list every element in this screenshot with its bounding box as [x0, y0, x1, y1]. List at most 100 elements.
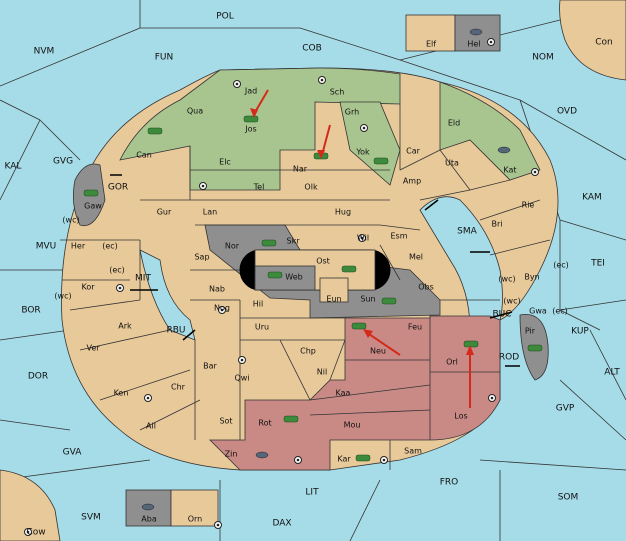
label-wil: Wil: [357, 234, 369, 243]
label-kor: Kor: [81, 283, 95, 292]
label-cow: Cow: [26, 528, 45, 538]
label-rot: Rot: [258, 419, 271, 428]
coast-label: (ec): [552, 307, 568, 316]
label-obs: Obs: [418, 283, 434, 292]
label-qua: Qua: [187, 107, 203, 116]
label-aba: Aba: [141, 515, 157, 524]
label-can: Can: [136, 151, 152, 160]
coast-label: (ec): [109, 266, 125, 275]
red-territory: [209, 315, 501, 471]
web-cell[interactable]: [254, 265, 316, 291]
coast-label: (ec): [553, 261, 569, 270]
label-rbu: RBU: [166, 326, 185, 336]
label-uta: Uta: [445, 159, 459, 168]
label-hug: Hug: [335, 208, 351, 217]
orn-island[interactable]: [170, 489, 219, 527]
elf-island[interactable]: [405, 14, 456, 52]
kat-green[interactable]: [439, 81, 541, 181]
label-her: Her: [71, 242, 86, 251]
label-kam: KAM: [582, 193, 602, 203]
coast-label: (wc): [54, 292, 71, 301]
label-sch: Sch: [330, 88, 345, 97]
label-feu: Feu: [408, 323, 422, 332]
label-kaa: Kaa: [336, 389, 351, 398]
label-mit: MIT: [135, 274, 151, 284]
label-gor: GOR: [108, 183, 128, 193]
label-jos: Jos: [244, 125, 256, 134]
label-ken: Ken: [114, 389, 129, 398]
province-borders: [60, 104, 551, 470]
label-svm: SVM: [81, 513, 101, 523]
label-gaw: Gaw: [84, 202, 102, 211]
eun-cell[interactable]: [319, 277, 349, 303]
label-gvg: GVG: [53, 157, 73, 167]
label-jad: Jad: [244, 87, 257, 96]
label-esm: Esm: [390, 232, 407, 241]
label-web: Web: [285, 273, 302, 282]
label-byn: Byn: [524, 273, 539, 282]
label-qwi: Qwi: [234, 374, 249, 383]
label-mou: Mou: [344, 421, 361, 430]
label-nom: NOM: [532, 53, 554, 63]
cow-land[interactable]: [0, 469, 61, 541]
label-nvm: NVM: [34, 47, 55, 57]
label-mvu: MVU: [36, 242, 57, 252]
label-sma: SMA: [457, 227, 477, 237]
double-arrows: [110, 174, 520, 367]
label-eld: Eld: [448, 119, 460, 128]
label-uru: Uru: [255, 323, 269, 332]
label-pir: Pir: [525, 327, 536, 336]
label-grh: Grh: [345, 108, 359, 117]
coast-label: (wc): [498, 275, 515, 284]
label-fro: FRO: [440, 478, 459, 488]
label-yok: Yok: [355, 148, 370, 157]
label-lan: Lan: [203, 208, 217, 217]
label-car: Car: [406, 147, 420, 156]
label-hil: Hil: [253, 300, 263, 309]
coast-label: (wc): [62, 216, 79, 225]
label-orn: Orn: [188, 515, 203, 524]
label-orl: Orl: [446, 358, 458, 367]
fleet-units: [141, 28, 511, 511]
label-buc: BUC: [492, 310, 511, 320]
label-som: SOM: [558, 493, 579, 503]
army-units: [83, 115, 543, 462]
label-lit: LIT: [305, 488, 319, 498]
label-con: Con: [595, 38, 613, 48]
label-elc: Elc: [219, 158, 231, 167]
label-rod: ROD: [499, 353, 519, 363]
label-ost: Ost: [316, 257, 330, 266]
sma-sea[interactable]: [419, 196, 503, 331]
con-land[interactable]: [559, 0, 626, 81]
province-labels: POL NVM FUN COB NOM Con Elf Hel OVD KAL …: [5, 12, 621, 538]
label-eun: Eun: [326, 295, 341, 304]
label-tei: TEI: [590, 259, 605, 269]
label-gvp: GVP: [556, 404, 575, 414]
label-nil: Nil: [317, 368, 327, 377]
label-nor: Nor: [225, 242, 240, 251]
supply-centers: [24, 38, 539, 536]
label-gwa: Gwa: [529, 307, 547, 316]
label-chp: Chp: [300, 347, 316, 356]
label-neu: Neu: [370, 347, 386, 356]
label-kal: KAL: [5, 162, 22, 172]
label-fun: FUN: [155, 53, 174, 63]
label-zin: Zin: [225, 450, 238, 459]
label-kat: Kat: [503, 166, 516, 175]
label-ail: Ail: [146, 422, 156, 431]
label-sot: Sot: [219, 417, 232, 426]
label-alt: ALT: [604, 368, 620, 378]
label-mel: Mel: [409, 253, 423, 262]
label-kar: Kar: [337, 455, 351, 464]
label-nog: Nog: [214, 304, 230, 313]
coast-label: (wc): [503, 297, 520, 306]
label-chr: Chr: [171, 383, 186, 392]
label-ver: Ver: [86, 344, 100, 353]
label-sap: Sap: [194, 253, 209, 262]
label-bor: BOR: [21, 306, 40, 316]
label-tel: Tel: [253, 183, 265, 192]
label-hel: Hel: [467, 40, 480, 49]
label-dor: DOR: [28, 372, 48, 382]
coast-labels: (wc) (ec) (ec) (wc) (ec) (wc) (wc) (ec): [54, 216, 568, 316]
label-dax: DAX: [272, 519, 291, 529]
